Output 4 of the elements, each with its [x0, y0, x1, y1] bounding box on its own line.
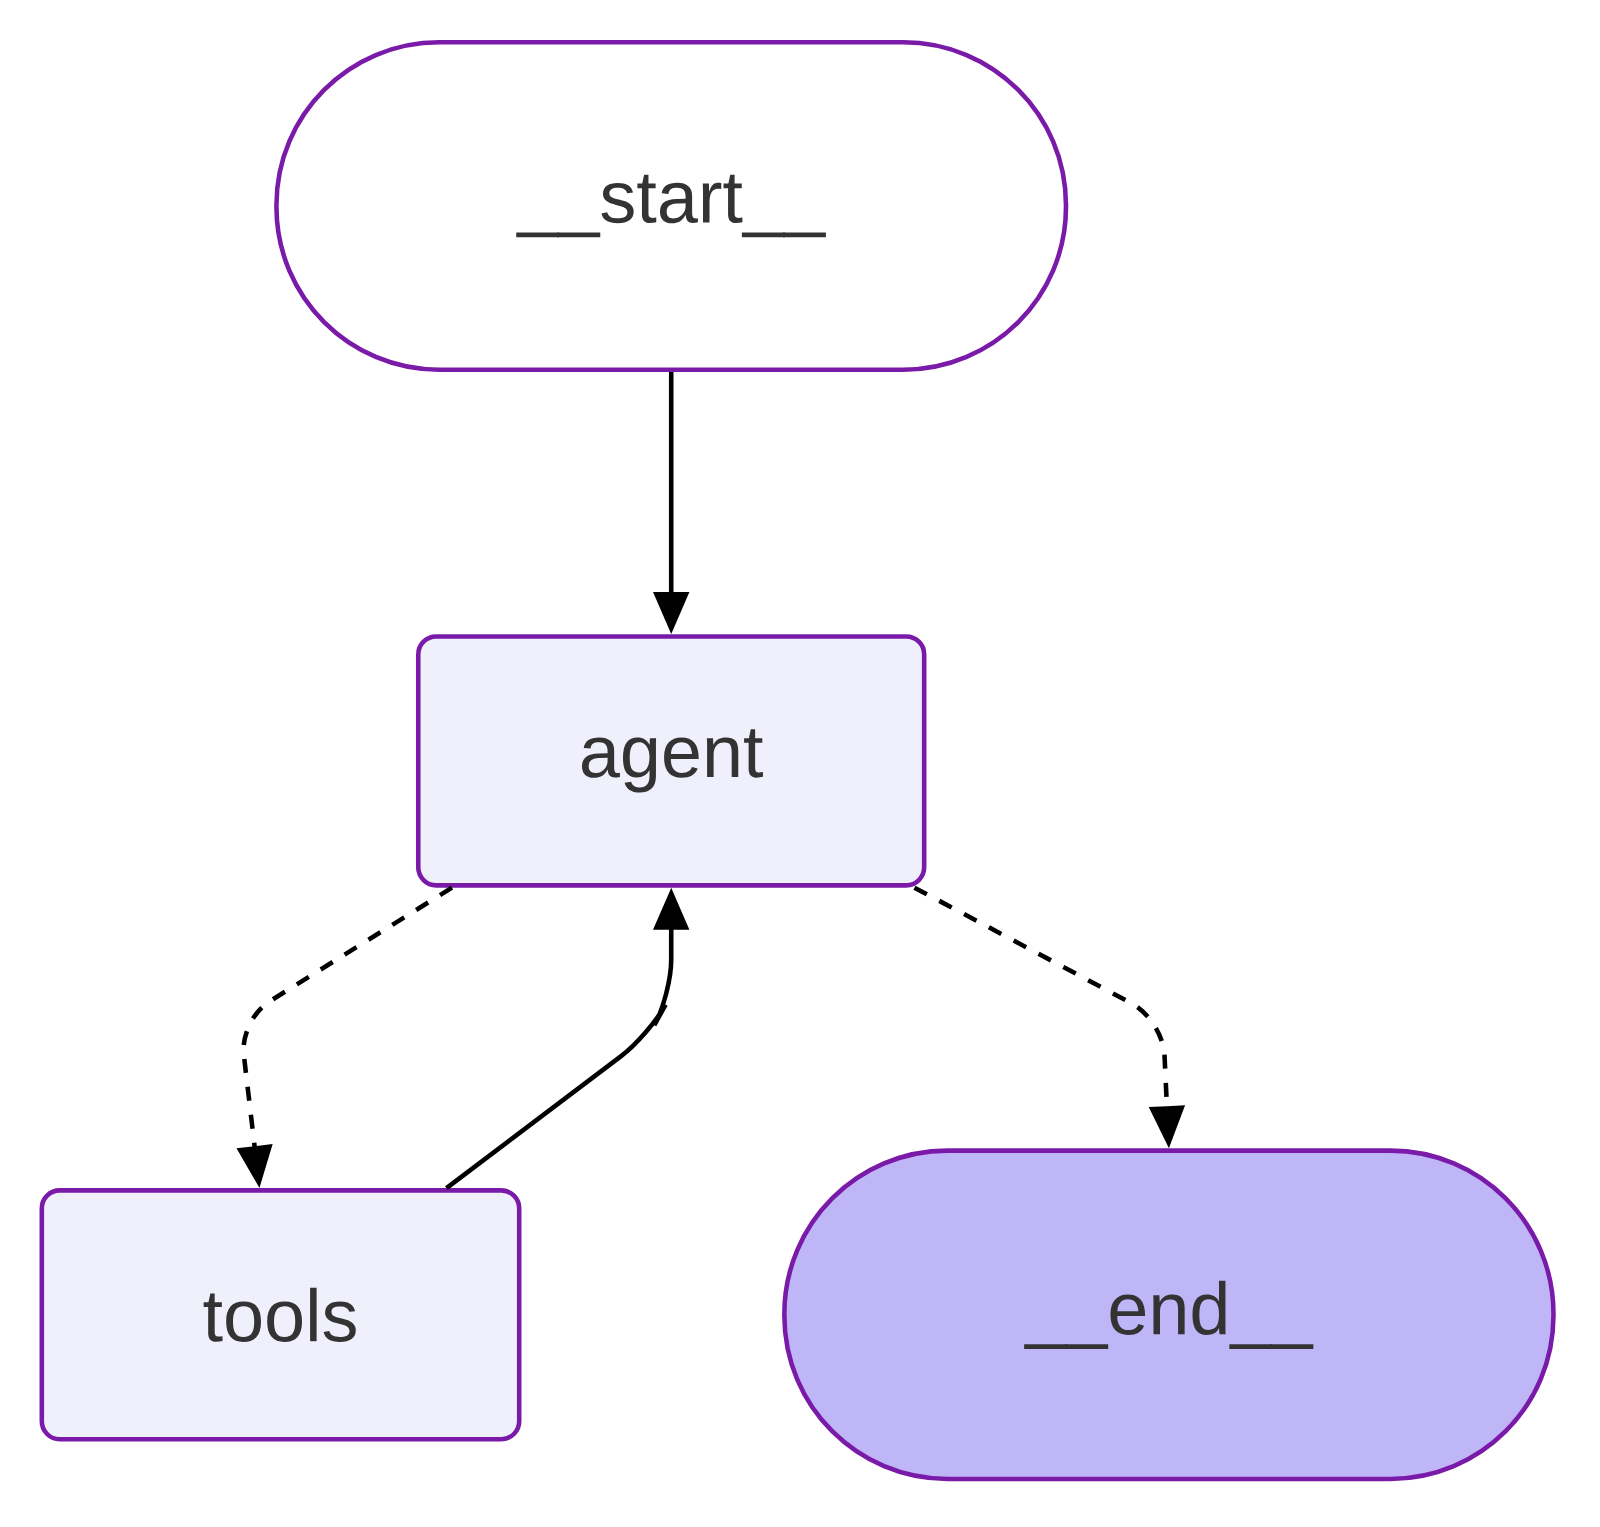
process-box: agent — [416, 634, 927, 888]
terminal-pill: __end__ — [782, 1148, 1556, 1482]
terminal-pill: __start__ — [274, 40, 1069, 372]
process-box: tools — [39, 1188, 522, 1442]
